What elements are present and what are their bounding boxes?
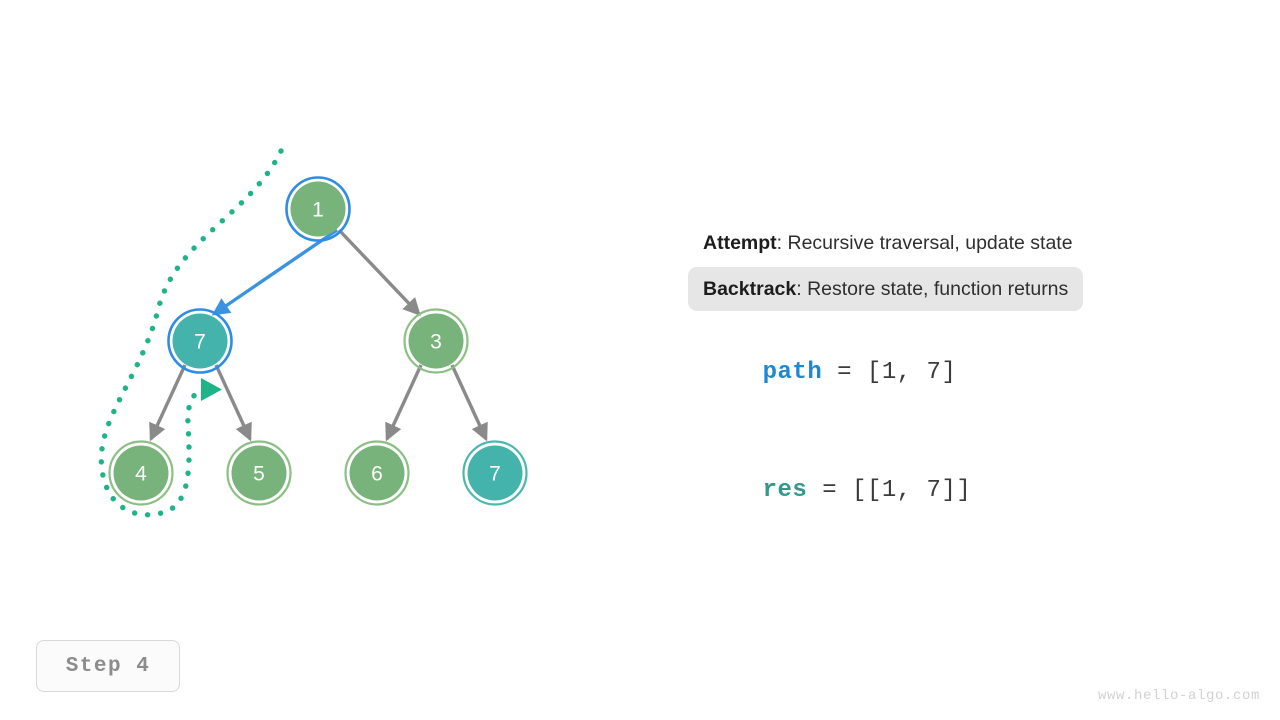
tree-diagram: 1 7 3 4 5 6 7 — [98, 148, 528, 518]
path-value: = [1, 7] — [822, 359, 957, 386]
node-7-left-outer-ring — [167, 308, 233, 374]
tree-node-6[interactable]: 6 — [344, 440, 410, 506]
node-6-outer-ring — [344, 440, 410, 506]
node-1-body — [290, 181, 346, 237]
node-4-outer-ring — [108, 440, 174, 506]
node-6-body — [349, 445, 405, 501]
backtrack-description-highlighted: Backtrack: Restore state, function retur… — [688, 267, 1084, 311]
state-path-line: path = [1, 7] — [703, 332, 956, 413]
state-res-line: res = [[1, 7]] — [703, 450, 971, 531]
backtrack-text: : Restore state, function returns — [796, 278, 1069, 300]
tree-node-1[interactable]: 1 — [285, 176, 351, 242]
tree-node-4[interactable]: 4 — [108, 440, 174, 506]
backtrack-label: Backtrack — [703, 278, 797, 300]
info-panel: Attempt: Recursive traversal, update sta… — [688, 225, 1223, 504]
edge-7left-to-5 — [214, 364, 252, 442]
tree-node-5[interactable]: 5 — [226, 440, 292, 506]
node-5-body — [231, 445, 287, 501]
backtrack-trace-arrowhead — [201, 378, 222, 401]
res-value: = [[1, 7]] — [807, 477, 972, 504]
step-badge: Step 4 — [36, 640, 180, 692]
node-5-outer-ring — [226, 440, 292, 506]
node-3-outer-ring — [403, 308, 469, 374]
backtrack-trace — [98, 148, 284, 518]
edge-7left-to-4 — [149, 364, 187, 442]
node-4-body — [113, 445, 169, 501]
res-variable-name: res — [762, 477, 808, 504]
node-7-right-body — [467, 445, 523, 501]
tree-edges — [149, 228, 488, 442]
edge-3-to-7right — [450, 364, 488, 442]
edge-1-to-3 — [337, 228, 421, 316]
node-3-body — [408, 313, 464, 369]
tree-node-7-left[interactable]: 7 — [167, 308, 233, 374]
attempt-description: Attempt: Recursive traversal, update sta… — [703, 225, 1223, 261]
node-7-right-outer-ring — [462, 440, 528, 506]
step-badge-label: Step 4 — [65, 654, 151, 678]
watermark: www.hello-algo.com — [1097, 688, 1260, 704]
tree-node-7-right[interactable]: 7 — [462, 440, 528, 506]
tree-node-3[interactable]: 3 — [403, 308, 469, 374]
edge-1-to-7left — [211, 228, 338, 316]
attempt-label: Attempt — [703, 232, 777, 254]
attempt-text: : Recursive traversal, update state — [776, 232, 1073, 254]
edge-3-to-6 — [385, 364, 423, 442]
path-variable-name: path — [762, 359, 823, 386]
backtrack-trace-path — [98, 148, 284, 518]
node-1-outer-ring — [285, 176, 351, 242]
node-7-left-body — [172, 313, 228, 369]
